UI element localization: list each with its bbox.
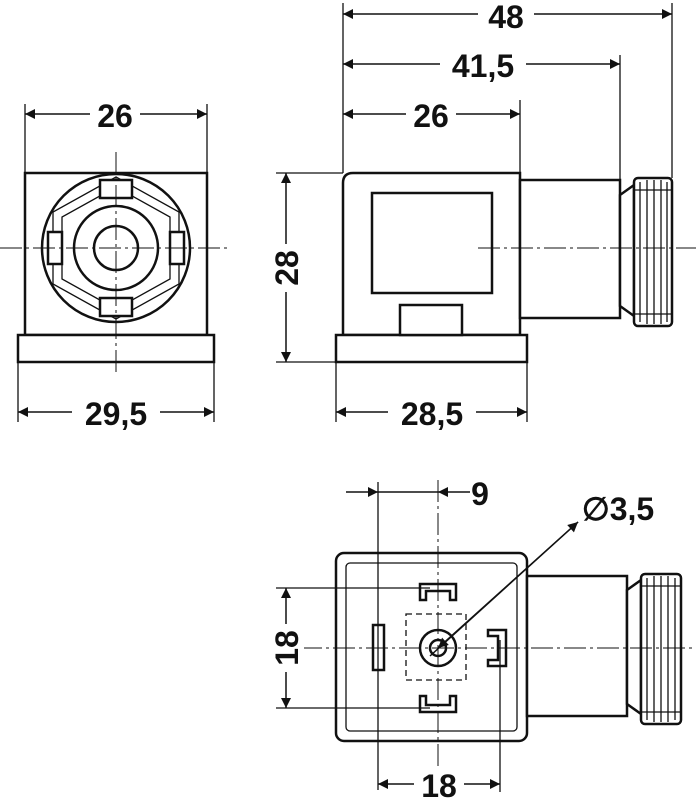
bottom-view-pin-diameter-leader: ∅3,5 bbox=[429, 491, 654, 657]
front-view-bottom-width-label: 29,5 bbox=[85, 396, 147, 432]
side-view-body-length-dimension: 26 bbox=[343, 96, 520, 134]
side-view-total-length-dimension: 48 bbox=[343, 0, 672, 35]
bottom-view-vertical-pitch-label: 18 bbox=[269, 630, 305, 666]
bottom-view-horizontal-pitch-dimension: 18 bbox=[378, 640, 501, 800]
side-view-gland-body bbox=[518, 178, 622, 320]
bottom-view-thread-collar bbox=[625, 577, 643, 717]
bottom-view-pin-offset-dimension: 9 bbox=[346, 476, 489, 790]
front-view-bottom-width-dimension: 29,5 bbox=[17, 362, 215, 432]
front-view: 26 29,5 bbox=[0, 96, 230, 432]
side-view-thread-collar bbox=[618, 182, 636, 319]
side-view-window bbox=[370, 191, 494, 295]
bottom-view-pin-diameter-label: ∅3,5 bbox=[582, 491, 654, 527]
bottom-view-knurled-nut bbox=[639, 572, 683, 726]
bottom-view-contact-right bbox=[486, 628, 508, 668]
side-view-length-to-nut-dimension: 41,5 bbox=[343, 46, 620, 84]
side-view: 48 41,5 26 28 28,5 bbox=[268, 0, 696, 432]
side-view-length-to-nut-label: 41,5 bbox=[452, 48, 514, 84]
bottom-view-inner-outline bbox=[345, 562, 518, 732]
bottom-view-gland-body bbox=[525, 574, 629, 718]
bottom-view-horizontal-pitch-label: 18 bbox=[421, 768, 457, 800]
bottom-view-pin-offset-label: 9 bbox=[471, 476, 489, 512]
side-view-body-length-label: 26 bbox=[413, 98, 449, 134]
side-view-base-flange bbox=[334, 333, 529, 364]
bottom-view-vertical-pitch-dimension: 18 bbox=[268, 587, 430, 709]
side-view-base-length-dimension: 28,5 bbox=[335, 362, 528, 432]
side-view-height-dimension: 28 bbox=[268, 172, 343, 363]
side-view-height-label: 28 bbox=[269, 250, 305, 286]
bottom-view-earth-contact-outline bbox=[405, 613, 467, 681]
side-view-knurled-nut bbox=[632, 176, 674, 328]
front-view-top-width-dimension: 26 bbox=[24, 96, 208, 173]
side-view-tab bbox=[398, 303, 464, 337]
side-view-base-length-label: 28,5 bbox=[401, 396, 463, 432]
side-view-total-length-label: 48 bbox=[488, 0, 524, 35]
bottom-view: 9 ∅3,5 18 18 bbox=[268, 476, 696, 800]
front-view-top-width-label: 26 bbox=[97, 98, 133, 134]
